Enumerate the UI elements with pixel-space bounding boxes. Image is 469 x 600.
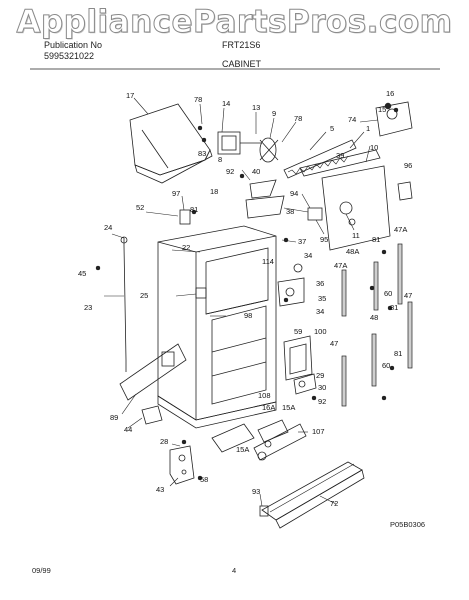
callout-58: 58 (200, 475, 208, 484)
grille-clip (259, 505, 269, 517)
callout-23: 23 (84, 303, 92, 312)
callout-92: 92 (318, 397, 326, 406)
callout-25: 25 (140, 291, 148, 300)
callout-45: 45 (78, 269, 86, 278)
callout-15a: 15A (236, 445, 249, 454)
section-title: CABINET (222, 59, 262, 69)
callout-47: 47 (404, 291, 412, 300)
defrost-drain-assembly (211, 419, 307, 461)
callout-94: 94 (290, 189, 298, 198)
callout-5: 5 (330, 124, 334, 133)
callout-8: 8 (218, 155, 222, 164)
callout-47a: 47A (394, 225, 407, 234)
callout-100: 100 (314, 327, 327, 336)
callout-81: 81 (372, 235, 380, 244)
callout-78: 78 (194, 95, 202, 104)
leader-lines (104, 97, 379, 507)
hinge-top (179, 209, 191, 225)
callout-60: 60 (384, 289, 392, 298)
callout-10: 10 (370, 143, 378, 152)
callout-107: 107 (312, 427, 325, 436)
callout-11: 11 (352, 231, 360, 240)
hinge-bottom (169, 445, 195, 485)
screws (95, 125, 395, 481)
callout-48: 48 (370, 313, 378, 322)
publication-number: 5995321022 (44, 51, 95, 61)
callout-13: 13 (252, 103, 260, 112)
callout-114: 114 (262, 257, 274, 266)
callout-52: 52 (136, 203, 144, 212)
callout-48a: 48A (346, 247, 359, 256)
callout-34: 34 (304, 251, 312, 260)
callout-44: 44 (124, 425, 132, 434)
callout-78: 78 (294, 114, 302, 123)
callout-14: 14 (222, 99, 230, 108)
callout-24: 24 (104, 223, 112, 232)
callout-15: 15 (378, 105, 386, 114)
callout-108: 108 (258, 391, 271, 400)
callout-37: 37 (298, 237, 306, 246)
callout-97: 97 (172, 189, 180, 198)
shelf-supports (341, 243, 413, 407)
watermark: AppliancePartsPros.com (16, 4, 453, 41)
callout-47a: 47A (334, 261, 347, 270)
thermostat-bracket (245, 179, 323, 221)
callout-92: 92 (226, 167, 234, 176)
callout-81: 81 (190, 205, 198, 214)
callout-38: 38 (286, 207, 294, 216)
compressor-part (141, 405, 163, 425)
callout-36: 36 (316, 279, 324, 288)
callout-43: 43 (156, 485, 164, 494)
footer-page: 4 (232, 566, 237, 575)
callout-89: 89 (110, 413, 118, 422)
callout-22: 22 (182, 243, 190, 252)
evaporator-coil (283, 139, 357, 179)
footer-date: 09/99 (32, 566, 51, 575)
callout-74: 74 (348, 115, 356, 124)
fan-assembly (217, 131, 279, 163)
callout-29: 29 (316, 371, 324, 380)
light-assembly (283, 335, 313, 381)
light-socket (293, 373, 317, 395)
callout-18: 18 (210, 187, 218, 196)
callout-93: 93 (252, 487, 260, 496)
callout-34: 34 (316, 307, 324, 316)
callout-83: 83 (198, 149, 206, 158)
callout-96: 96 (404, 161, 412, 170)
control-bracket (277, 263, 305, 307)
callout-labels: 17 78 14 13 9 78 5 16 15 74 1 83 8 39 10… (78, 89, 412, 508)
evaporator-cover (129, 103, 213, 184)
label-tag (397, 181, 413, 201)
callout-95: 95 (320, 235, 328, 244)
drain-tube (123, 238, 127, 372)
callout-15a: 15A (282, 403, 295, 412)
publication-label: Publication No (44, 40, 103, 50)
callout-81: 81 (394, 349, 402, 358)
callout-9: 9 (272, 109, 276, 118)
diagram-code: P05B0306 (390, 520, 426, 529)
electrical-box (119, 343, 187, 401)
callout-39: 39 (336, 151, 344, 160)
callout-35: 35 (318, 294, 326, 303)
callout-47: 47 (330, 339, 338, 348)
callout-59: 59 (294, 327, 302, 336)
callout-16a: 16A (262, 403, 275, 412)
callout-28: 28 (160, 437, 168, 446)
callout-40: 40 (252, 167, 260, 176)
callout-17: 17 (126, 91, 134, 100)
callout-72: 72 (330, 499, 338, 508)
callout-1: 1 (366, 124, 370, 133)
toe-grille (261, 461, 365, 529)
callout-60: 60 (382, 361, 390, 370)
cabinet-liner (157, 225, 277, 429)
callout-30: 30 (318, 383, 326, 392)
model-number: FRT21S6 (222, 40, 261, 50)
callout-98: 98 (244, 311, 252, 320)
hinge-mid (195, 287, 207, 299)
callout-16: 16 (386, 89, 394, 98)
callout-81: 81 (390, 303, 398, 312)
control-housing (375, 101, 413, 137)
